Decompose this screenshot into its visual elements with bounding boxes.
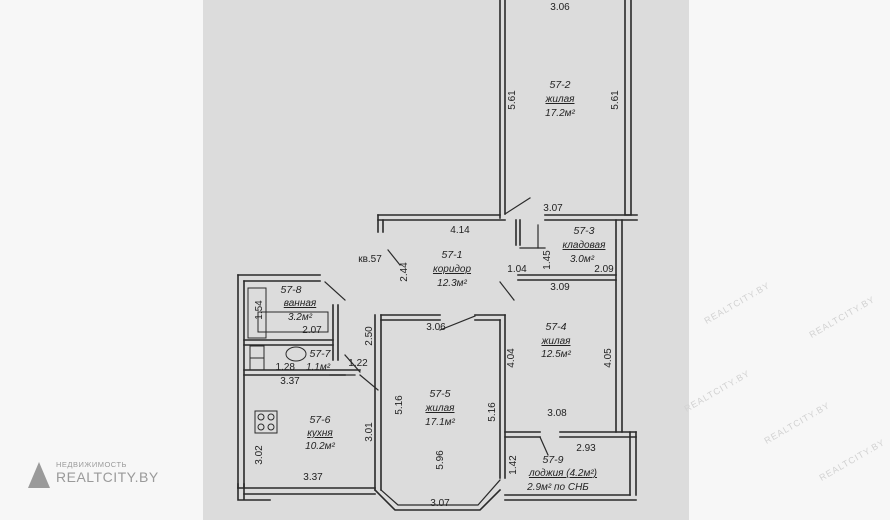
svg-text:кухня: кухня — [307, 428, 333, 439]
svg-text:3.09: 3.09 — [550, 282, 570, 293]
svg-text:1.45: 1.45 — [542, 250, 553, 270]
svg-text:кладовая: кладовая — [563, 240, 607, 251]
svg-text:5.61: 5.61 — [610, 90, 621, 110]
svg-text:57-3: 57-3 — [573, 225, 594, 237]
svg-text:2.09: 2.09 — [594, 264, 614, 275]
svg-text:кв.57: кв.57 — [358, 254, 382, 265]
svg-text:17.2м²: 17.2м² — [545, 108, 575, 119]
svg-text:10.2м²: 10.2м² — [305, 441, 335, 452]
svg-text:57-1: 57-1 — [441, 249, 462, 261]
svg-text:17.1м²: 17.1м² — [425, 417, 455, 428]
watermark-subtitle: НЕДВИЖИМОСТЬ — [56, 460, 127, 469]
svg-text:57-7: 57-7 — [309, 348, 331, 360]
svg-text:5.61: 5.61 — [507, 90, 518, 110]
bathroom-fixtures — [247, 287, 329, 371]
walls — [237, 0, 638, 511]
svg-text:57-9: 57-9 — [542, 454, 563, 466]
svg-text:3.07: 3.07 — [430, 498, 450, 509]
svg-text:57-8: 57-8 — [280, 284, 301, 296]
paper — [203, 0, 689, 520]
svg-text:3.0м²: 3.0м² — [570, 254, 595, 265]
room-57-1: 57-1 коридор 12.3м² — [433, 249, 471, 289]
svg-text:жилая: жилая — [545, 94, 576, 105]
svg-text:2.93: 2.93 — [576, 443, 596, 454]
svg-text:5.16: 5.16 — [487, 402, 498, 422]
svg-text:лоджия (4.2м²): лоджия (4.2м²) — [528, 468, 597, 479]
room-57-4: 57-4 жилая 12.5м² — [541, 321, 572, 360]
svg-text:жилая: жилая — [425, 403, 456, 414]
svg-text:2.9м² по СНБ: 2.9м² по СНБ — [526, 482, 589, 493]
room-57-6: 57-6 кухня 10.2м² — [305, 414, 335, 452]
svg-text:1.54: 1.54 — [254, 300, 265, 320]
svg-text:12.5м²: 12.5м² — [541, 349, 571, 360]
svg-text:1.42: 1.42 — [508, 455, 519, 475]
dimension-labels: 3.06 5.61 5.61 4.14 3.07 кв.57 2.44 1.45… — [254, 2, 621, 509]
svg-text:3.2м²: 3.2м² — [288, 312, 313, 323]
svg-text:3.08: 3.08 — [547, 408, 567, 419]
svg-text:3.37: 3.37 — [303, 472, 323, 483]
room-57-5: 57-5 жилая 17.1м² — [425, 388, 456, 428]
svg-text:57-4: 57-4 — [545, 321, 566, 333]
svg-text:3.06: 3.06 — [550, 2, 570, 13]
svg-text:1.28: 1.28 — [276, 362, 296, 373]
room-57-2: 57-2 жилая 17.2м² — [545, 79, 576, 119]
svg-text:2.44: 2.44 — [399, 262, 410, 282]
watermark-title: REALTCITY.BY — [56, 469, 159, 485]
svg-text:жилая: жилая — [541, 336, 572, 347]
svg-text:4.14: 4.14 — [450, 225, 470, 236]
room-57-8: 57-8 ванная 3.2м² — [280, 284, 316, 323]
svg-text:1.22: 1.22 — [348, 358, 368, 369]
room-57-7: 57-7 1.1м² — [306, 348, 332, 373]
svg-text:2.50: 2.50 — [364, 326, 375, 346]
svg-text:3.01: 3.01 — [364, 422, 375, 442]
stove-icon — [254, 410, 278, 434]
svg-text:коридор: коридор — [433, 264, 471, 275]
svg-text:3.07: 3.07 — [543, 203, 563, 214]
svg-text:57-6: 57-6 — [309, 414, 330, 426]
svg-text:4.05: 4.05 — [603, 348, 614, 368]
svg-text:57-2: 57-2 — [549, 79, 570, 91]
room-57-9: 57-9 лоджия (4.2м²) 2.9м² по СНБ — [526, 454, 597, 493]
svg-text:4.04: 4.04 — [506, 348, 517, 368]
realtcity-logo-icon — [28, 462, 50, 488]
svg-text:12.3м²: 12.3м² — [437, 278, 467, 289]
svg-text:1.04: 1.04 — [507, 264, 527, 275]
svg-text:5.96: 5.96 — [435, 450, 446, 470]
svg-text:3.02: 3.02 — [254, 445, 265, 465]
realtcity-watermark-logo: НЕДВИЖИМОСТЬ REALTCITY.BY — [28, 460, 198, 492]
svg-text:3.06: 3.06 — [426, 322, 446, 333]
room-57-3: 57-3 кладовая 3.0м² — [563, 225, 607, 265]
svg-text:57-5: 57-5 — [429, 388, 450, 400]
svg-text:1.1м²: 1.1м² — [306, 362, 331, 373]
svg-text:2.07: 2.07 — [302, 325, 322, 336]
svg-text:3.37: 3.37 — [280, 376, 300, 387]
svg-text:5.16: 5.16 — [394, 395, 405, 415]
svg-text:ванная: ванная — [284, 298, 317, 309]
